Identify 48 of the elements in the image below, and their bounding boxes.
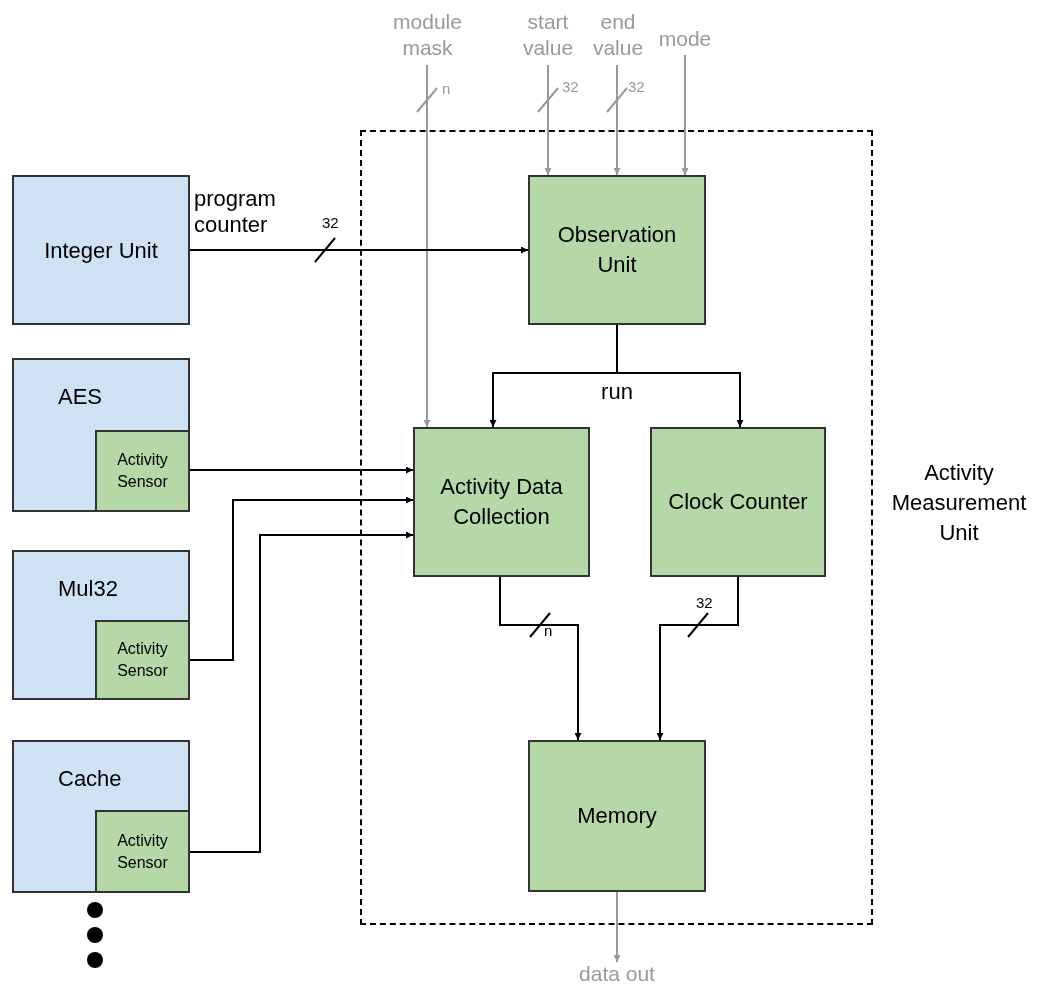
arrow [681,54,689,176]
signal-name: start value [521,9,575,61]
group-label: Activity Measurement Unit [890,459,1028,547]
arrow [189,531,414,853]
sensor-box [95,430,190,512]
process-box [528,175,706,325]
sensor-box [95,620,190,700]
arrow [613,64,621,176]
bus-width-label: 32 [696,594,713,612]
bus-width-label: 32 [628,78,645,96]
edge-label: program counter [194,186,277,238]
arrow [423,64,431,428]
sensor-name: Activity Sensor [116,830,169,873]
process-box [650,427,826,577]
bus-width-label: n [544,622,553,640]
arrow [616,324,744,428]
edge-label: run [600,379,634,405]
module-box [12,740,190,893]
sensor-name: Activity Sensor [116,639,169,681]
process-box [413,427,590,577]
bus-width-label: 32 [562,78,579,96]
arrow [544,64,552,176]
block-name: Clock Counter [667,488,809,516]
arrow [656,576,739,741]
module-box [12,358,190,512]
signal-name: mode [658,25,712,52]
arrow [189,496,414,661]
bus-width-label: n [442,80,451,98]
block-name: Activity Data Collection [439,473,564,531]
sensor-box [95,810,190,893]
unit-box [12,175,190,325]
arrow [189,466,414,474]
signal-name: data out [579,960,655,985]
signal-name: module mask [392,9,463,61]
process-box [528,740,706,892]
block-name: Observation Unit [556,221,678,279]
arrow [189,246,529,254]
module-name: Cache [58,765,122,793]
block-name: Memory [576,802,658,830]
sensor-name: Activity Sensor [116,450,169,492]
signal-name: end value [591,9,645,61]
module-box [12,550,190,700]
module-name: AES [58,383,103,411]
module-name: Mul32 [58,575,118,603]
unit-name: Integer Unit [44,236,158,265]
bus-width-label: 32 [322,214,339,232]
arrow [613,891,621,963]
arrow [499,576,582,741]
